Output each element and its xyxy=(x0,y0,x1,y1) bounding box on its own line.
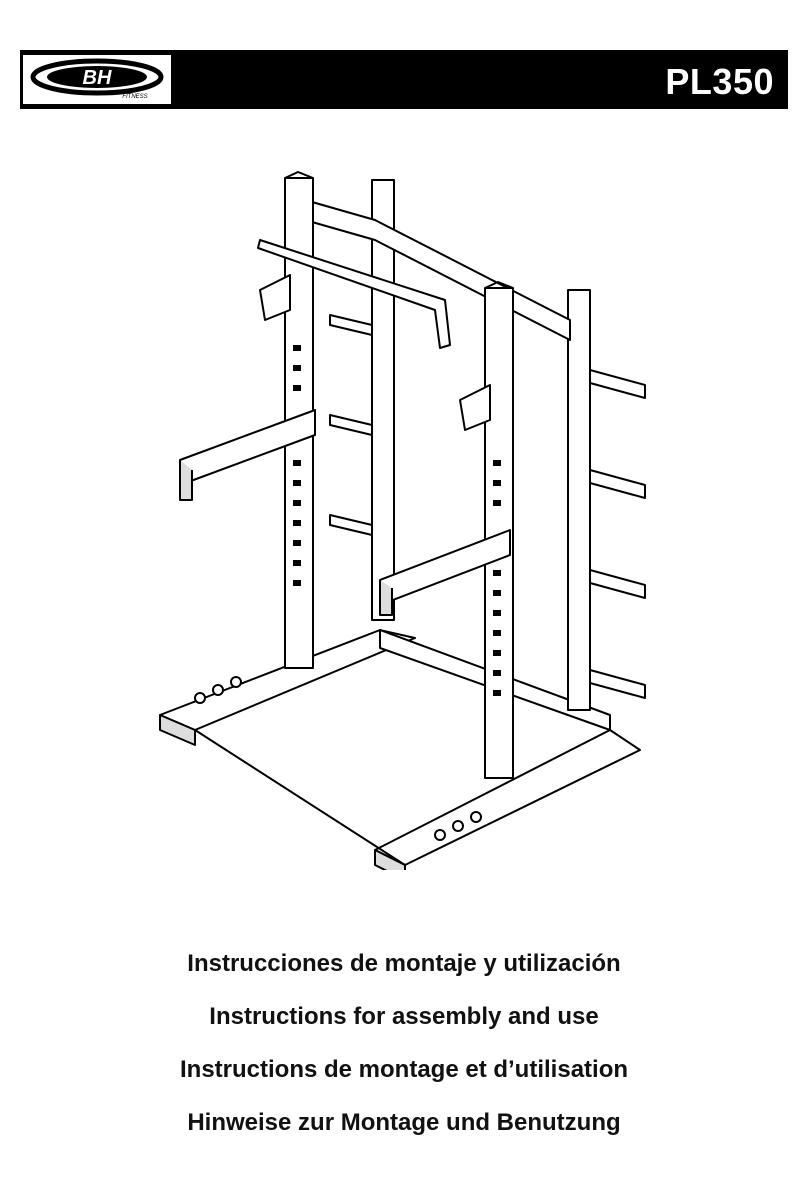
title-french: Instructions de montage et d’utilisation xyxy=(179,1056,629,1083)
manual-titles: Instrucciones de montaje y utilización I… xyxy=(0,950,808,1162)
svg-text:BH: BH xyxy=(83,67,112,89)
svg-text:FITNESS: FITNESS xyxy=(122,94,147,100)
model-number: PL350 xyxy=(665,61,774,102)
power-rack-illustration xyxy=(159,171,646,870)
title-german: Hinweise zur Montage und Benutzung xyxy=(187,1109,621,1136)
title-spanish: Instrucciones de montaje y utilización xyxy=(187,950,621,977)
title-english: Instructions for assembly and use xyxy=(209,1003,599,1030)
brand-logo: BH FITNESS xyxy=(22,54,172,105)
